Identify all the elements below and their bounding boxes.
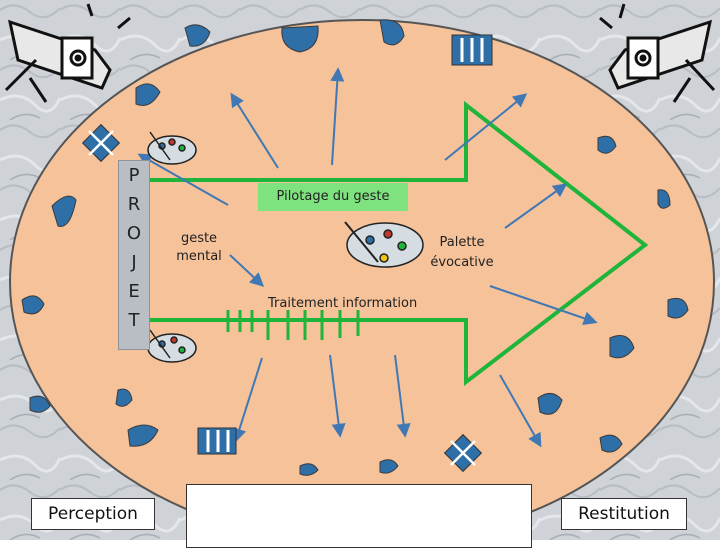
striped-box-top — [451, 34, 493, 66]
projet-letter: J — [131, 252, 137, 273]
cross-box-bottom — [443, 433, 483, 473]
palette-icon-top — [147, 131, 197, 165]
palette-icon-bottom — [147, 329, 197, 363]
projet-letter: T — [128, 310, 140, 331]
restitution-box: Restitution — [561, 498, 687, 530]
camera-icon-left — [4, 3, 131, 103]
blue-shapes — [21, 19, 689, 476]
bottom-panel — [186, 484, 532, 548]
green-arrow — [150, 100, 649, 387]
palette-evocative-line: évocative — [430, 255, 494, 270]
palette-icon-center — [344, 221, 424, 268]
traitement-label: Traitement information — [268, 296, 418, 311]
projet-box: P R O J E T — [118, 160, 150, 350]
palette-evocative-label: Palette évocative — [418, 233, 506, 273]
perception-box: Perception — [31, 498, 155, 530]
projet-letter: E — [128, 281, 140, 302]
geste-mental-label: geste mental — [164, 230, 234, 266]
geste-mental-line: mental — [176, 249, 222, 264]
camera-icon-right — [599, 3, 716, 103]
pilotage-label: Pilotage du geste — [258, 183, 408, 211]
palette-evocative-line: Palette — [439, 235, 485, 250]
radiating-arrows — [137, 67, 598, 448]
projet-letter: O — [126, 223, 142, 244]
striped-box-bottom — [197, 427, 237, 455]
projet-letter: R — [127, 194, 141, 215]
cross-box-left — [81, 123, 121, 163]
oval — [9, 19, 715, 540]
geste-mental-line: geste — [180, 231, 218, 246]
green-ticks — [226, 310, 360, 340]
projet-letter: P — [128, 165, 140, 186]
